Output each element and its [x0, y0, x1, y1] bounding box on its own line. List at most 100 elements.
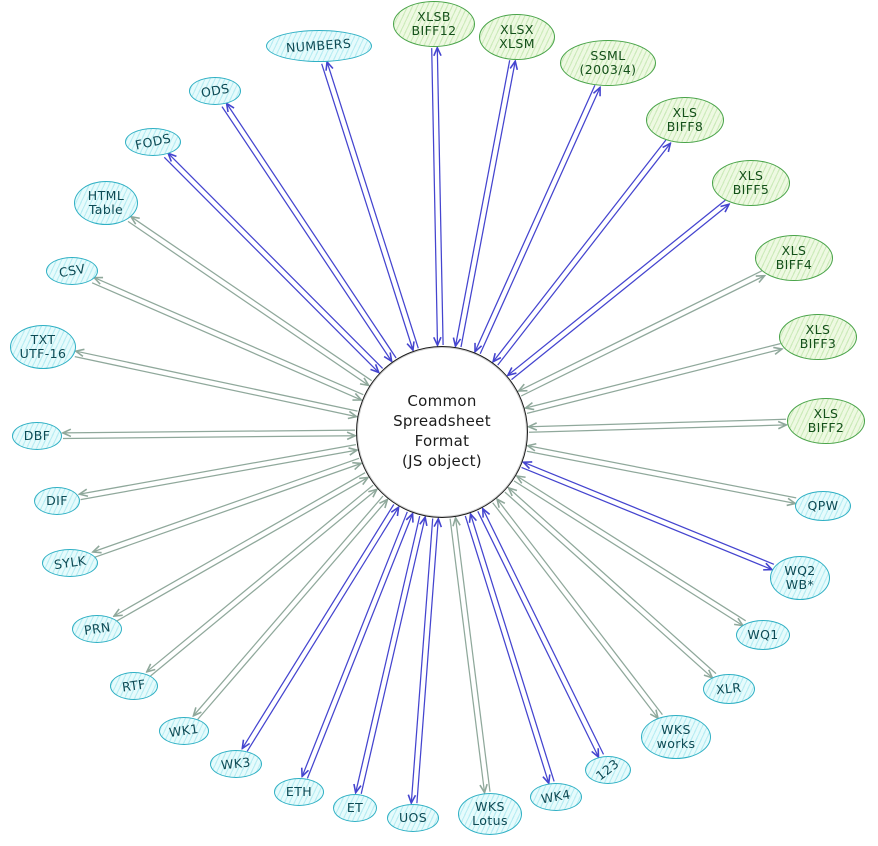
node-ods: ODS	[189, 77, 241, 105]
edge-read-prn	[116, 478, 368, 622]
edge-read-xls-biff8	[493, 139, 667, 362]
edge-write-xls-biff8	[497, 144, 671, 366]
edge-write-wk1	[194, 495, 384, 716]
edge-write-dif	[80, 443, 357, 495]
node-label: SYLK	[52, 552, 88, 573]
edge-read-wk3	[246, 507, 398, 752]
edge-write-wq1	[513, 480, 743, 626]
edge-read-wq1	[517, 476, 747, 622]
edge-write-html-table	[131, 217, 373, 382]
edge-write-txt-utf16	[76, 351, 358, 412]
edge-write-xls-biff4	[520, 276, 764, 397]
node-prn: PRN	[72, 615, 122, 643]
node-qpw: QPW	[795, 491, 851, 521]
edge-read-xls-biff2	[529, 418, 787, 426]
edge-write-numbers	[327, 62, 419, 349]
edge-write-wks-lotus	[449, 518, 484, 793]
edge-read-n123	[483, 509, 605, 755]
edge-read-wks-works	[497, 499, 663, 715]
node-label: CSV	[57, 260, 87, 281]
edge-write-csv	[94, 278, 364, 396]
node-dif: DIF	[34, 487, 80, 515]
edge-read-xls-biff5	[508, 199, 726, 375]
edge-read-fods	[163, 156, 378, 372]
edge-write-fods	[168, 153, 384, 369]
edge-read-wks-lotus	[456, 518, 491, 792]
edge-read-dif	[80, 450, 357, 501]
edge-write-et	[356, 515, 421, 792]
center-label-line: (JS object)	[402, 451, 482, 470]
edge-write-wk3	[242, 504, 395, 748]
edge-read-qpw	[528, 446, 797, 499]
edge-write-wq2-wb	[521, 466, 772, 569]
edge-read-xlsb-biff12	[431, 48, 438, 345]
edge-write-eth	[302, 511, 408, 777]
node-label: RTF	[121, 676, 147, 695]
node-label: XLR	[715, 679, 743, 698]
edge-read-rtf	[150, 490, 377, 677]
center-label-line: Format	[414, 432, 470, 450]
edge-read-html-table	[127, 220, 369, 385]
node-label: QPW	[807, 498, 839, 514]
edge-read-xlsx-xlsm	[456, 60, 511, 346]
edge-read-xls-biff3	[526, 342, 781, 408]
node-label: WK3	[220, 754, 252, 773]
edge-read-eth	[306, 514, 412, 779]
edge-read-xls-biff4	[519, 270, 763, 391]
node-label: PRN	[82, 619, 112, 638]
edge-read-dbf	[62, 436, 355, 439]
node-label: DBF	[23, 428, 51, 444]
node-dbf: DBF	[12, 422, 62, 450]
edge-read-wk4	[471, 514, 555, 782]
edge-read-csv	[91, 282, 361, 400]
edge-write-uos	[411, 518, 434, 803]
node-label: ODS	[199, 80, 231, 101]
edge-read-numbers	[321, 63, 413, 350]
edge-read-uos	[416, 519, 438, 804]
edge-write-rtf	[147, 484, 374, 672]
node-label: ET	[346, 800, 364, 816]
edge-write-xls-biff3	[526, 349, 782, 415]
node-label: WK1	[168, 721, 200, 741]
edge-write-xls-biff5	[511, 204, 729, 381]
edge-read-xlr	[509, 488, 717, 675]
edge-read-wq2-wb	[524, 462, 775, 565]
node-eth: ETH	[274, 778, 324, 806]
center-node: Common Spreadsheet Format (JS object)	[356, 346, 528, 518]
edge-read-sylk	[94, 464, 361, 558]
node-csv: CSV	[46, 257, 98, 285]
edge-read-txt-utf16	[74, 355, 357, 417]
edge-write-xls-biff2	[528, 425, 786, 433]
edge-write-wks-works	[492, 502, 658, 718]
node-label: ETH	[285, 784, 313, 800]
edge-read-ods	[221, 106, 392, 362]
center-label-line: Common	[407, 392, 477, 411]
edge-write-prn	[114, 472, 366, 616]
edge-read-wk1	[197, 500, 388, 720]
node-label: DIF	[46, 493, 68, 509]
node-label: 123	[593, 756, 623, 784]
node-wq1: WQ1	[736, 620, 790, 650]
edge-write-xlsx-xlsm	[460, 61, 515, 348]
node-uos: UOS	[387, 804, 439, 832]
node-label: WQ1	[747, 627, 779, 643]
